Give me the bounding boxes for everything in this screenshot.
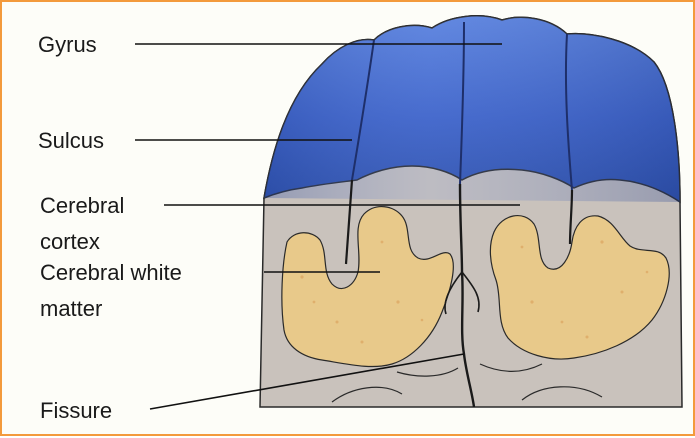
cerebral-cortex-label-line2: cortex — [40, 228, 100, 255]
gyrus-label: Gyrus — [38, 31, 97, 58]
white-matter-label-line1: Cerebral white — [40, 259, 182, 286]
sulcus-label: Sulcus — [38, 127, 104, 154]
white-matter-label-line2: matter — [40, 295, 102, 322]
fissure-label: Fissure — [40, 397, 112, 424]
cerebral-cortex-label-line1: Cerebral — [40, 192, 124, 219]
